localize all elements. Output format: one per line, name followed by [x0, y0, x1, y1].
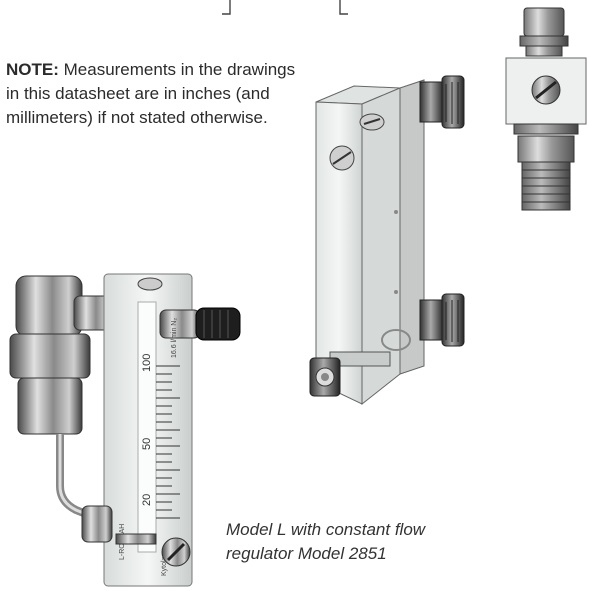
note-text: NOTE: Measurements in the drawings in th…: [6, 58, 296, 130]
caption-line-2: regulator Model 2851: [226, 544, 387, 563]
regulator-illustration: [505, 7, 587, 211]
brand-label: Kytola: [161, 556, 168, 576]
scale-tick-50: 50: [141, 438, 153, 450]
drawing-fragment: [222, 0, 348, 15]
caption-line-1: Model L with constant flow: [226, 520, 426, 539]
scale-tick-20: 20: [141, 494, 153, 506]
gas-label: 16.6 l/min N₂: [171, 318, 178, 358]
scale-tick-100: 100: [141, 354, 153, 372]
model-l-photo: 100 50 20 16.6 l/min N₂ L-RC10-AH Kytola: [9, 273, 241, 587]
note-label: NOTE:: [6, 60, 59, 79]
flowmeter-block-illustration: [309, 75, 465, 406]
note-body: Measurements in the drawings in this dat…: [6, 60, 296, 127]
figure-caption: Model L with constant flow regulator Mod…: [226, 518, 496, 566]
